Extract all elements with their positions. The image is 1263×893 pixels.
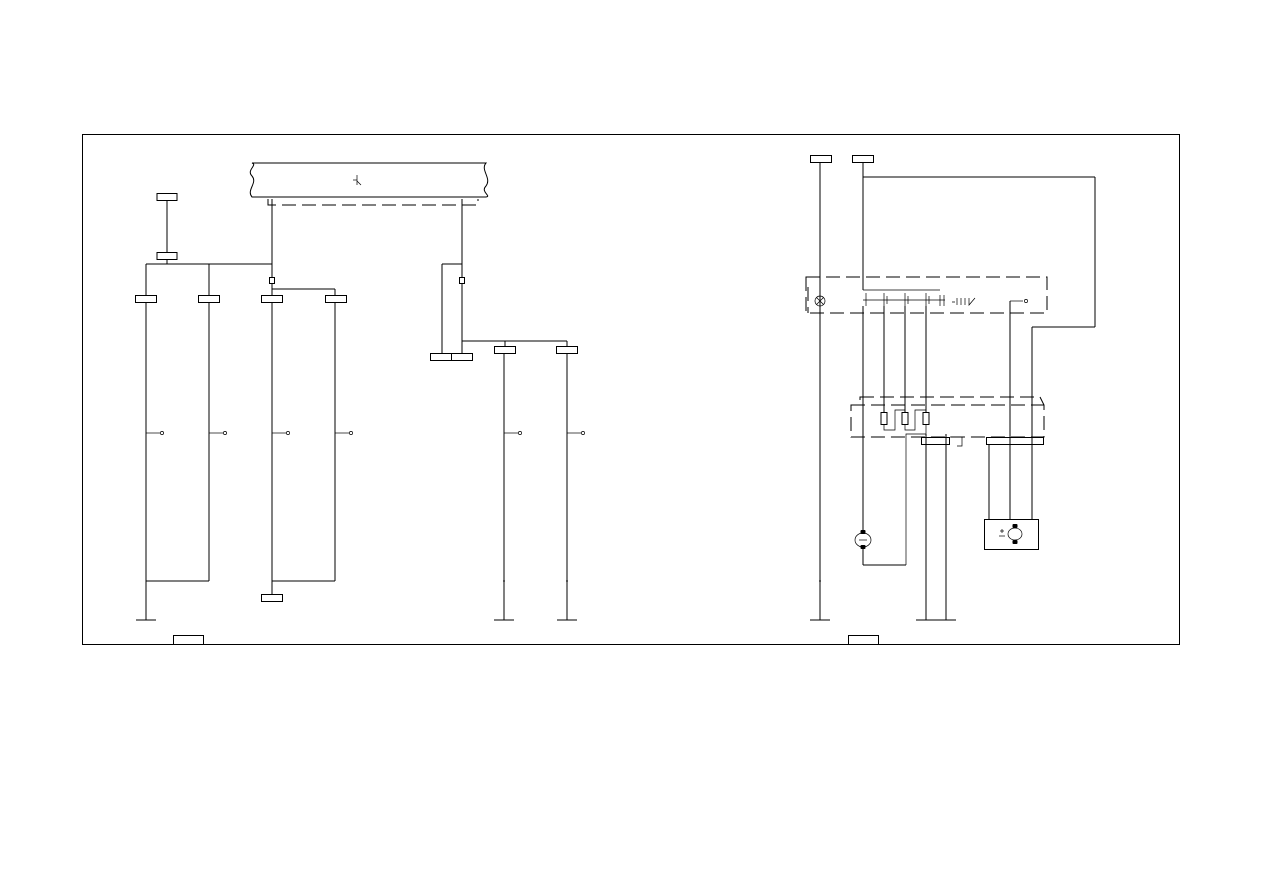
connector-block xyxy=(325,295,347,303)
right-section xyxy=(805,155,1096,621)
connector-block xyxy=(494,346,516,354)
connector-block xyxy=(556,346,578,354)
splice-marker xyxy=(209,431,227,435)
pump-motor-icon xyxy=(999,524,1023,544)
connector-block xyxy=(198,295,220,303)
connector-block xyxy=(156,193,178,201)
left-page-tab xyxy=(173,635,204,645)
connector-block xyxy=(261,594,283,602)
resistor-icon xyxy=(880,412,888,425)
connector-block xyxy=(135,295,157,303)
connector-block xyxy=(156,252,178,260)
splice-marker xyxy=(272,431,290,435)
switch-contact xyxy=(1010,299,1028,303)
connector-strip xyxy=(986,437,1044,445)
ground-symbol-icon xyxy=(353,175,362,186)
multi-contact-switch-icon xyxy=(863,289,976,306)
connector-block xyxy=(852,155,874,163)
pump-module-box xyxy=(984,519,1039,550)
splice-marker xyxy=(335,431,353,435)
splice-marker xyxy=(504,431,522,435)
lamp-icon xyxy=(814,295,826,307)
connector-strip xyxy=(921,437,950,445)
control-unit-box xyxy=(249,162,489,198)
inline-connector xyxy=(269,277,275,284)
diagram-frame xyxy=(82,134,1180,645)
left-section xyxy=(135,162,585,621)
resistor-icon xyxy=(922,412,930,425)
right-page-tab xyxy=(848,635,879,645)
inline-connector xyxy=(459,277,465,284)
connector-block xyxy=(430,353,452,361)
splice-marker xyxy=(567,431,585,435)
resistor-module-shield xyxy=(850,396,1045,438)
connector-block xyxy=(261,295,283,303)
splice-marker xyxy=(146,431,164,435)
connector-block xyxy=(810,155,832,163)
resistor-icon xyxy=(901,412,909,425)
motor-icon xyxy=(854,530,872,549)
switch-module-shield xyxy=(805,276,1048,314)
connector-block xyxy=(451,353,473,361)
control-unit-shield xyxy=(267,199,479,206)
